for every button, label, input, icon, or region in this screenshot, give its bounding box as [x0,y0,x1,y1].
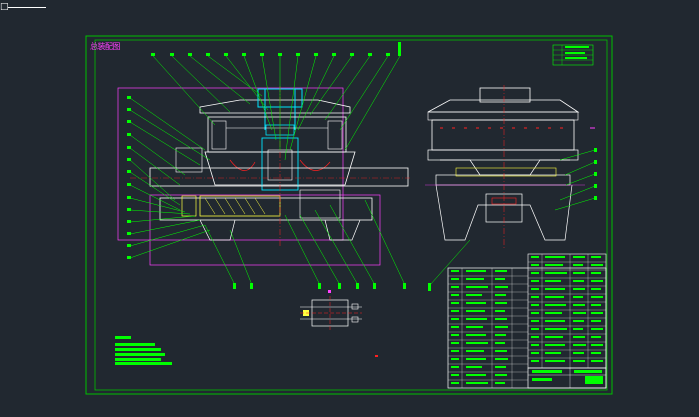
drawing-outer-frame [85,35,613,395]
tech-spec-box [552,44,594,66]
top-balloon-markers [151,42,401,56]
side-view [425,85,595,250]
ucs-icon: □ [0,2,9,12]
left-balloon-markers [127,96,131,259]
ucs-axis-line [8,7,46,8]
front-section-view [117,86,410,266]
drawing-title-stamp: 总装配图 [90,42,121,51]
small-marker [328,290,331,293]
side-view-markers [594,148,597,200]
bottom-balloon-markers [233,283,431,291]
title-block [527,367,607,389]
drawing-inner-frame [94,39,608,391]
parts-list [447,253,607,389]
left-balloon-leaders [129,97,211,259]
small-marker-2 [375,355,378,357]
side-view-leaders [554,149,596,211]
technical-requirements [115,336,172,365]
detail-view [300,296,362,330]
top-balloon-leaders [152,55,401,161]
bottom-balloon-leaders [204,199,471,286]
